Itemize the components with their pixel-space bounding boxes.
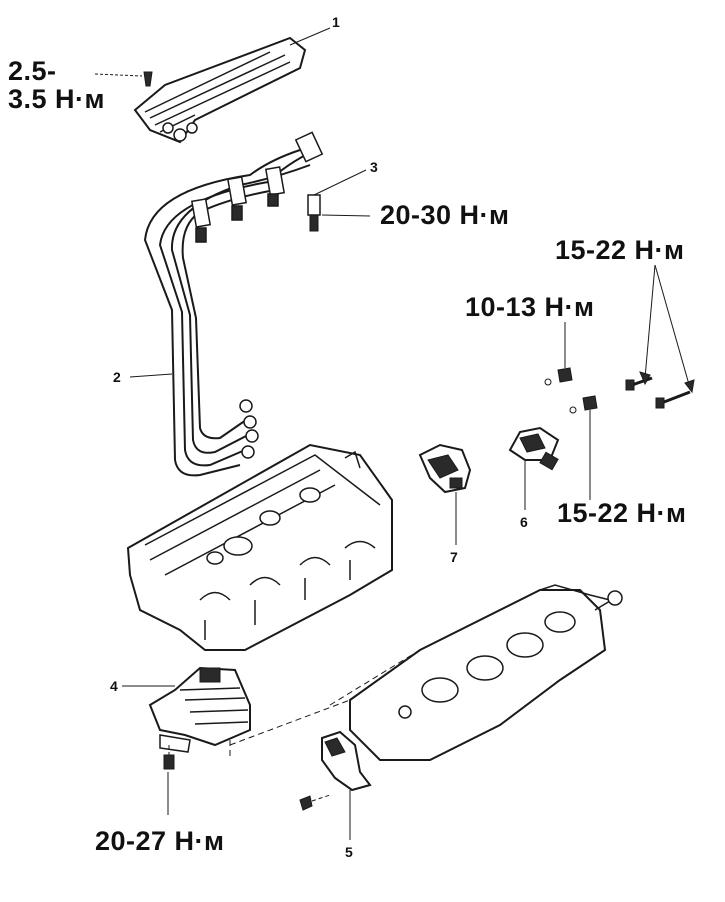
bolt-a — [631, 376, 653, 387]
callout-5: 5 — [345, 844, 353, 860]
bolt-b — [663, 390, 691, 404]
callout-1: 1 — [332, 14, 340, 30]
torque-cover-line2: 3.5 Н·м — [8, 84, 105, 114]
cylinder-head — [126, 443, 393, 651]
nut-upper — [557, 367, 573, 383]
cover-screw — [94, 71, 153, 87]
callout-3: 3 — [370, 159, 378, 175]
part-4-ignition-coil — [122, 666, 251, 815]
callout-4: 4 — [110, 678, 118, 694]
part-2-ignition-leads — [129, 131, 324, 477]
part-6-sensor — [508, 426, 560, 510]
nut-lower — [582, 395, 598, 411]
torque-cover-line1: 2.5- — [8, 56, 57, 86]
part-1-plug-cover — [133, 27, 331, 144]
intake-manifold — [229, 584, 623, 761]
callout-6: 6 — [520, 514, 528, 530]
torque-nut-upper: 10-13 Н·м — [465, 292, 595, 322]
fasteners-right — [544, 264, 695, 500]
torque-bolt-upper: 15-22 Н·м — [555, 235, 685, 265]
part-5-bracket — [299, 730, 372, 840]
part-3-spark-plug — [307, 169, 371, 232]
torque-spark-plug: 20-30 Н·м — [380, 200, 510, 230]
torque-nut-lower: 15-22 Н·м — [557, 498, 687, 528]
part-7-sensor — [418, 443, 472, 545]
callout-7: 7 — [450, 549, 458, 565]
callout-2: 2 — [113, 369, 121, 385]
torque-coil-bracket: 20-27 Н·м — [95, 826, 225, 856]
